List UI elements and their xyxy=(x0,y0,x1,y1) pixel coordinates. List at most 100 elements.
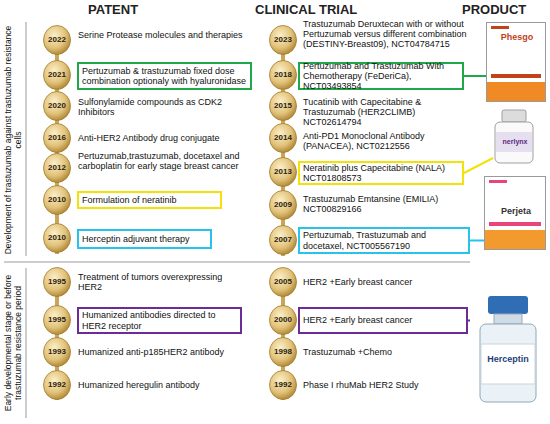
product-connector xyxy=(468,320,470,322)
year-oval-shape xyxy=(44,154,71,183)
carton-stripe xyxy=(491,74,541,78)
year-marker: 1992 xyxy=(269,370,297,400)
highlight-box: Pertuzumab, Trastuzumab and docetaxel, N… xyxy=(298,227,470,254)
year-oval-shape xyxy=(44,224,71,253)
year-marker: 2022 xyxy=(43,25,71,55)
year-text: 2007 xyxy=(274,236,292,245)
year-text: 2013 xyxy=(274,168,292,177)
section-bracket xyxy=(26,268,27,418)
column-header: PRODUCT xyxy=(462,3,550,18)
carton-band xyxy=(485,230,545,249)
box-text: Neratinib plus Capecitabine (NALA) NCT01… xyxy=(303,163,459,183)
year-marker: 2009 xyxy=(269,190,297,220)
year-oval-shape xyxy=(270,191,297,220)
year-text: 2022 xyxy=(48,36,66,45)
year-text: 2009 xyxy=(274,201,292,210)
year-oval-shape xyxy=(44,61,71,90)
product-name: Herceptin xyxy=(484,354,532,364)
carton-stripe xyxy=(491,26,509,29)
year-marker: 2012 xyxy=(43,153,71,183)
year-text: 2010 xyxy=(48,196,66,205)
year-text: 1995 xyxy=(48,278,66,287)
product-name: nerlynx xyxy=(498,138,532,146)
year-text: 2012 xyxy=(48,164,66,173)
year-marker: 2013 xyxy=(269,157,297,187)
year-oval-shape xyxy=(270,306,297,335)
section-label: Early developmental stage or before tras… xyxy=(4,268,23,418)
year-marker: 1992 xyxy=(43,370,71,400)
year-text: 2020 xyxy=(48,102,66,111)
box-text: Humanized antibodies directed to HER2 re… xyxy=(82,310,237,330)
product-image: Herceptin xyxy=(470,296,546,404)
box-text: Pertuzumab, Trastuzumab and docetaxel, N… xyxy=(303,230,465,250)
entry-text: Serine Protease molecules and therapies xyxy=(78,30,243,40)
year-text: 2021 xyxy=(48,71,66,80)
highlight-box: Herceptin adjuvant therapy xyxy=(77,229,212,249)
year-oval-shape xyxy=(270,338,297,367)
year-marker: 2021 xyxy=(43,60,71,90)
box-text: Pertuzumab and Trastuzumab With Chemothe… xyxy=(303,61,459,91)
year-oval-shape xyxy=(44,26,71,55)
column-header: PATENT xyxy=(88,3,178,18)
year-marker: 1993 xyxy=(43,337,71,367)
year-text: 1995 xyxy=(48,316,66,325)
year-oval-shape xyxy=(44,92,71,121)
entry-text: Trastuzumab Emtansine (EMILIA) NCT008291… xyxy=(303,194,469,214)
highlight-box: Neratinib plus Capecitabine (NALA) NCT01… xyxy=(298,161,464,185)
highlight-box: HER2 +Early breast cancer xyxy=(298,307,468,334)
year-text: 1998 xyxy=(274,348,292,357)
box-text: Pertuzumab & trastuzumab fixed dose comb… xyxy=(82,66,247,86)
year-marker: 2000 xyxy=(269,305,297,335)
product-connector xyxy=(464,158,493,173)
year-oval-shape xyxy=(270,268,297,297)
entry-text: Tucatinib with Capecitabine & Trastuzuma… xyxy=(303,97,469,127)
vial-body xyxy=(480,324,536,402)
year-marker: 1995 xyxy=(43,267,71,297)
entry-text: Humanized heregulin antibody xyxy=(78,380,243,390)
entry-text: Sulfonylamide compounds as CDK2 Inhibito… xyxy=(78,97,248,117)
carton-body xyxy=(487,23,546,102)
entry-text: Anti-PD1 Monoclonal Antibody (PANACEA), … xyxy=(303,131,469,151)
highlight-box: Humanized antibodies directed to HER2 re… xyxy=(77,307,242,334)
product-illustration xyxy=(493,110,535,164)
entry-text: Trastuzumab Deruxtecan with or without P… xyxy=(303,19,469,49)
year-marker: 2016 xyxy=(43,123,71,153)
year-text: 1992 xyxy=(48,381,66,390)
box-text: Formulation of neratinib xyxy=(82,195,217,205)
year-text: 2005 xyxy=(274,278,292,287)
year-marker: 2018 xyxy=(269,60,297,90)
bottle-label xyxy=(496,132,532,152)
product-image: Perjeta xyxy=(484,176,546,250)
year-oval-shape xyxy=(44,124,71,153)
product-name: Phesgo xyxy=(492,32,542,42)
year-oval-shape xyxy=(44,186,71,215)
year-text: 2018 xyxy=(274,71,292,80)
year-oval-shape xyxy=(44,371,71,400)
year-marker: 2014 xyxy=(269,123,297,153)
year-text: 1993 xyxy=(48,348,66,357)
carton-stripe xyxy=(489,222,541,226)
bottle-body xyxy=(495,122,533,163)
highlight-box: Pertuzumab & trastuzumab fixed dose comb… xyxy=(77,62,252,90)
year-text: 2016 xyxy=(48,134,66,143)
highlight-box: Formulation of neratinib xyxy=(77,191,222,209)
product-connector xyxy=(464,75,486,77)
year-oval-shape xyxy=(44,306,71,335)
year-text: 2014 xyxy=(274,134,292,143)
box-text: Herceptin adjuvant therapy xyxy=(82,234,207,244)
year-oval-shape xyxy=(270,61,297,90)
vial-label xyxy=(481,344,535,384)
year-text: 2023 xyxy=(274,36,292,45)
year-oval-shape xyxy=(270,158,297,187)
carton-body xyxy=(485,177,546,250)
bottle-cap xyxy=(502,110,526,122)
vial-neck xyxy=(494,314,522,324)
year-marker: 2007 xyxy=(269,225,297,255)
year-text: 2010 xyxy=(48,234,66,243)
entry-text: Phase I rhuMab HER2 Study xyxy=(303,380,469,390)
product-name: Perjeta xyxy=(490,206,542,216)
year-text: 2015 xyxy=(274,102,292,111)
entry-text: Humanized anti-p185HER2 antibody xyxy=(78,347,243,357)
